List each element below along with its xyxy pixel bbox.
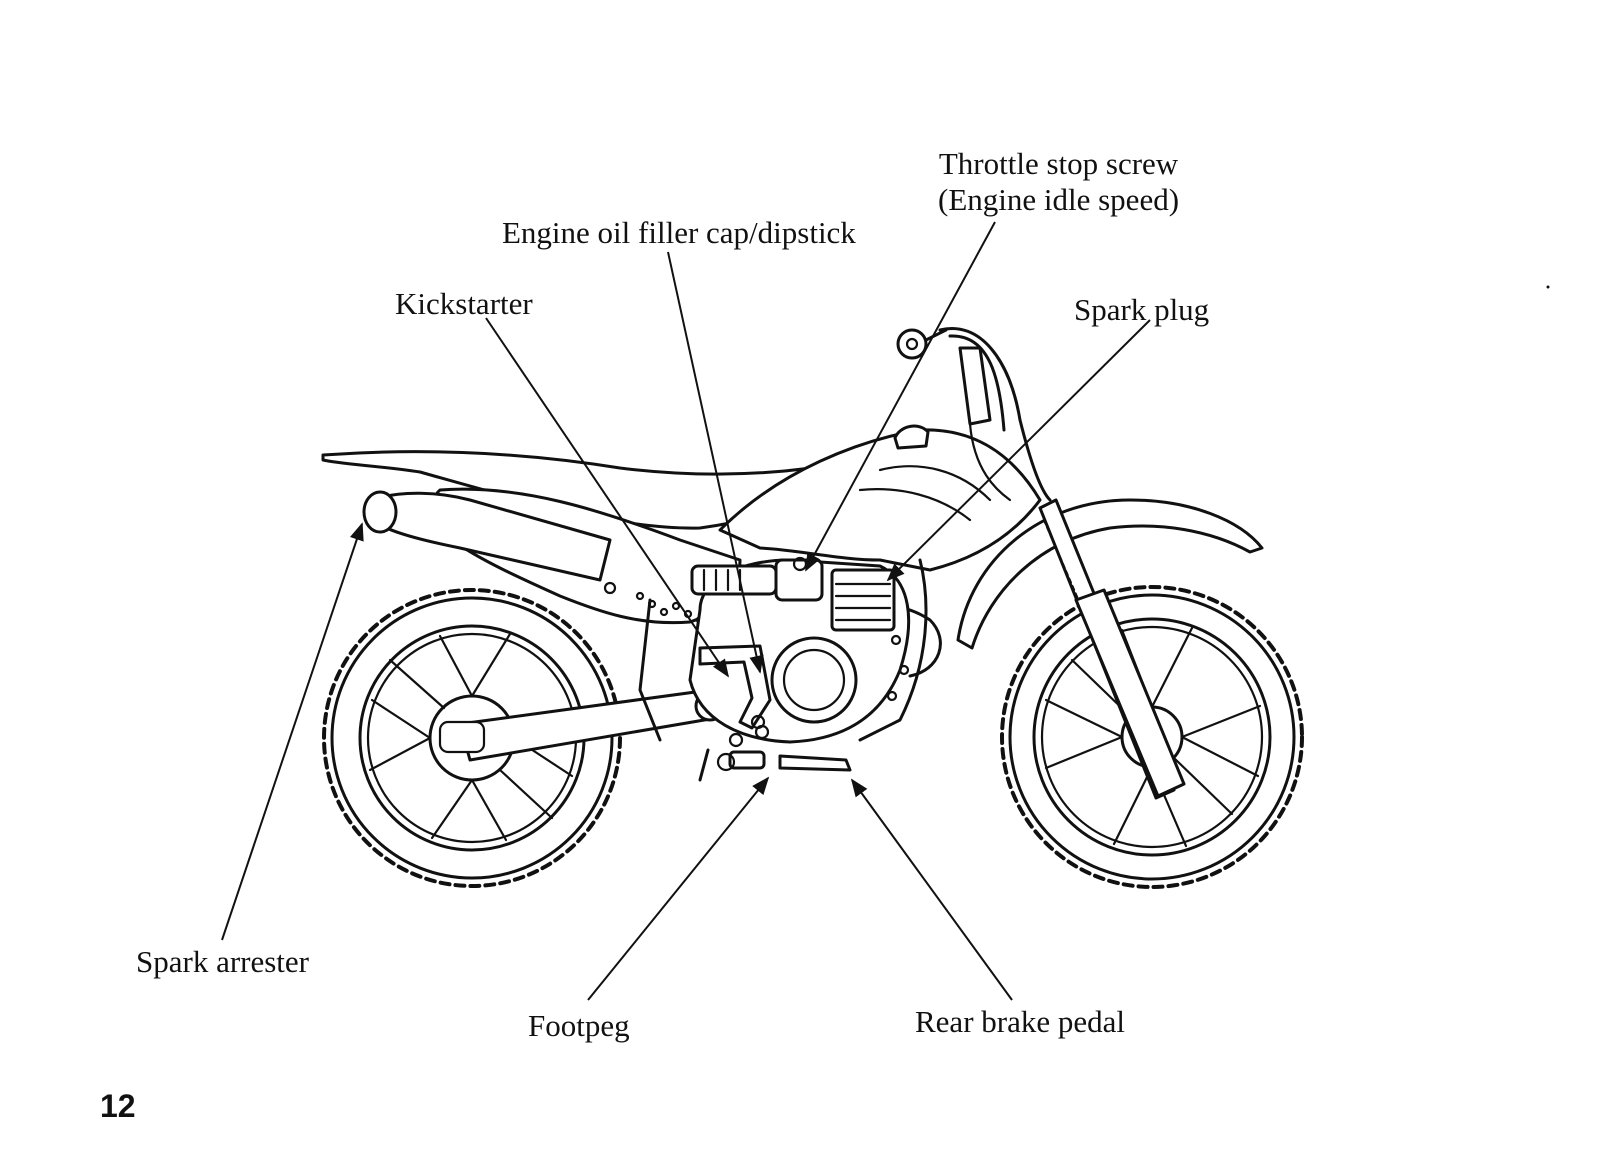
speck <box>1546 285 1550 289</box>
leader-oil-filler <box>667 251 764 674</box>
cylinder-fins <box>834 582 892 622</box>
handlebar <box>896 327 1052 502</box>
leader-footpeg <box>587 776 770 1001</box>
leader-spark-plug <box>886 319 1151 582</box>
leader-spark-arrester <box>221 522 364 941</box>
air-intake <box>690 564 778 596</box>
front-tire-tread <box>1000 585 1304 889</box>
front-fender <box>956 498 1264 650</box>
label-throttle-line2: (Engine idle speed) <box>938 182 1180 217</box>
label-throttle-stop-screw: Throttle stop screw (Engine idle speed) <box>938 146 1179 218</box>
label-kickstarter: Kickstarter <box>395 286 533 321</box>
label-engine-oil-filler: Engine oil filler cap/dipstick <box>502 215 856 250</box>
leader-kickstarter <box>485 317 730 678</box>
front-rim-inner <box>1040 625 1264 849</box>
leader-lines <box>221 221 1151 1001</box>
page-number: 12 <box>100 1088 136 1124</box>
footpeg <box>698 732 766 782</box>
front-rim-outer <box>1032 617 1272 857</box>
label-footpeg: Footpeg <box>528 1008 630 1043</box>
carburetor <box>774 558 824 602</box>
leader-throttle <box>805 221 996 572</box>
label-spark-plug: Spark plug <box>1074 292 1210 327</box>
rear-tire-tread <box>322 588 622 888</box>
muffler <box>362 490 612 582</box>
front-fork <box>1038 498 1186 800</box>
front-tire <box>1008 593 1296 881</box>
rear-tire <box>330 596 614 880</box>
fuel-tank <box>718 424 1042 572</box>
label-rear-brake-pedal: Rear brake pedal <box>915 1004 1125 1039</box>
leader-rear-brake <box>850 778 1013 1001</box>
label-throttle-line1: Throttle stop screw <box>938 146 1179 181</box>
brake-pedal <box>778 754 852 772</box>
label-spark-arrester: Spark arrester <box>136 944 309 979</box>
